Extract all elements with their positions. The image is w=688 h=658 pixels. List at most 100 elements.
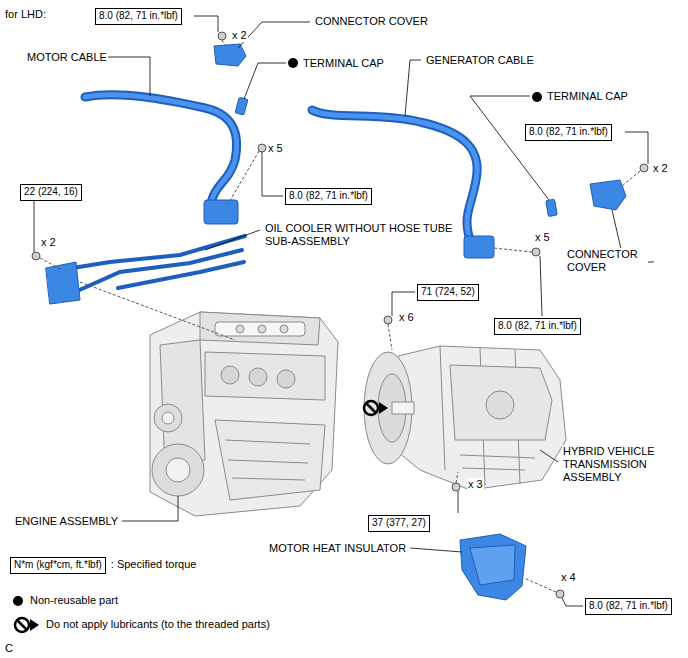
leader-line [34,201,35,252]
oil-cooler-tube [66,250,242,296]
leader-line [562,598,583,606]
part-name: GENERATOR CABLE [425,54,535,67]
bolt [556,590,564,598]
label-text: x 5 [535,231,550,243]
assembly-line [40,258,62,270]
generator-cable [464,236,494,258]
motor-cable [85,95,237,214]
torque-box: 22 (224, 16) [20,184,82,201]
torque-box: 8.0 (82, 71 in.*lbf) [585,598,672,615]
label-text: MOTOR HEAT INSULATOR [269,542,406,554]
engine-illustration [215,322,305,336]
label-text: TERMINAL CAP [547,90,628,102]
label-text: x 2 [232,29,247,41]
torque-box: N*m (kgf*cm, ft.*lbf) [10,557,106,574]
leader-line [238,22,310,48]
bolt [258,144,266,152]
legend-no-lubricant-symbol [15,618,29,632]
torque-value: N*m (kgf*cm, ft.*lbf) [14,559,102,570]
quantity: x 2 [231,29,248,42]
quantity: x 3 [467,478,484,491]
leader-line [244,63,286,99]
transmission-illustration [364,346,566,490]
leader-line [410,548,462,552]
engine-illustration [215,420,325,500]
transmission-illustration [392,402,414,414]
bolt [32,32,648,598]
label-text: OIL COOLER WITHOUT HOSE TUBE SUB-ASSEMBL… [265,222,452,247]
leader-line [108,57,150,96]
diagram-title: for LHD: [4,8,47,21]
engine-illustration [225,440,310,480]
motor-cable [204,200,238,224]
legend-no-lubricant-symbol [15,618,39,632]
heat-insulator [460,534,526,600]
assembly-line [388,324,392,350]
quantity: x 5 [534,231,551,244]
engine-illustration [152,444,204,496]
part-name: MOTOR HEAT INSULATOR [268,542,407,555]
oil-cooler-tube [118,262,244,288]
no-lubricant-symbol [364,401,388,415]
part-name: HYBRID VEHICLE TRANSMISSION ASSEMBLY [562,445,672,485]
part-name: MOTOR CABLE [26,51,108,64]
oil-cooler-tube [60,236,245,270]
engine-illustration [150,312,338,516]
engine-illustration [221,366,239,384]
non-reusable-dot [13,58,542,606]
generator-cable [312,110,477,240]
quantity: x 6 [398,311,415,324]
bolt [532,248,540,256]
transmission-illustration [450,365,552,440]
torque-value: 8.0 (82, 71 in.*lbf) [289,190,368,201]
label-text: MOTOR CABLE [27,51,107,63]
label-text: GENERATOR CABLE [426,54,534,66]
leader-line [458,491,459,513]
legend-no-lubricant-symbol [30,619,39,631]
leader-line [262,152,283,196]
torque-value: 71 (724, 52) [421,286,475,297]
label-text: CONNECTOR COVER [567,248,638,273]
assembly-line [40,40,640,592]
quantity: x 2 [40,236,57,249]
engine-illustration [280,325,288,333]
bolt [640,164,648,172]
assembly-line [494,248,532,252]
torque-value: 37 (377, 27) [372,517,426,528]
leader-line [122,496,178,521]
motor-cable [85,95,238,224]
heat-insulator [470,545,515,585]
leader-line [648,262,654,263]
torque-value: 8.0 (82, 71 in.*lbf) [498,320,577,331]
label-text: x 4 [561,571,576,583]
connector-cover [214,44,626,210]
quantity: x 5 [267,142,284,155]
engine-illustration [162,412,174,424]
label-text: CONNECTOR COVER [315,15,428,27]
legend-no-lubricant-symbol [17,620,27,630]
part-name: TERMINAL CAP [546,90,629,103]
quantity: x 4 [560,571,577,584]
label-text: TERMINAL CAP [303,57,384,69]
label-text: HYBRID VEHICLE TRANSMISSION ASSEMBLY [563,445,655,483]
leader-line [34,16,654,606]
torque-value: 22 (224, 16) [24,186,78,197]
legend-entry: : Specified torque [111,558,197,571]
torque-value: 8.0 (82, 71 in.*lbf) [589,600,668,611]
legend-text: Non-reusable part [30,594,118,606]
label-text: x 2 [653,162,668,174]
engine-illustration [277,370,295,388]
engine-illustration [249,368,267,386]
transmission-illustration [398,346,566,490]
part-name: OIL COOLER WITHOUT HOSE TUBE SUB-ASSEMBL… [264,222,456,248]
connector-cover [214,44,246,66]
non-reusable-dot [13,596,23,606]
label-text: x 3 [468,478,483,490]
leader-line [405,60,421,116]
heat-insulator [460,534,526,600]
figure-code: C [4,642,14,655]
engine-illustration [236,325,244,333]
assembly-line [80,282,235,340]
torque-box: 8.0 (82, 71 in.*lbf) [95,8,182,25]
bolt [218,32,226,40]
